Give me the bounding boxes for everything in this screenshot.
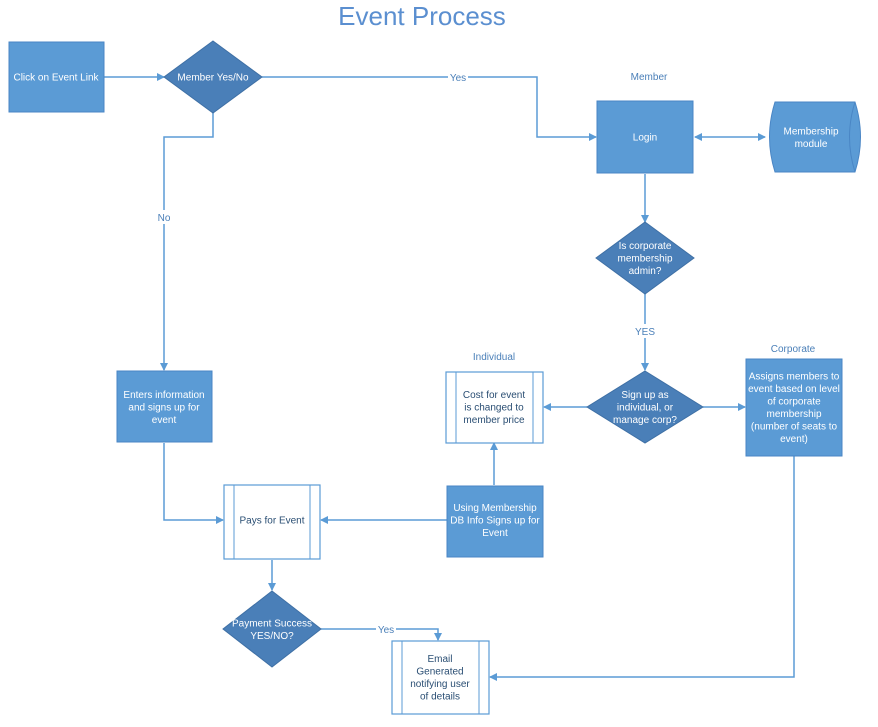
node-label-line: Event xyxy=(482,528,508,539)
node-label: Login xyxy=(633,133,657,144)
node-label-line: (number of seats to xyxy=(751,421,838,432)
node-label: Membership module xyxy=(783,126,838,150)
node-label-line: event xyxy=(152,415,177,426)
edge-enters-to-pays xyxy=(163,443,224,524)
node-member-decision: Member Yes/No xyxy=(163,40,263,114)
node-label-line: of details xyxy=(420,691,460,702)
node-label-line: Email xyxy=(427,654,452,665)
node-label-line: and signs up for xyxy=(128,403,200,414)
lane-label-member: Member xyxy=(631,72,668,83)
node-label-line: event based on level xyxy=(748,384,840,395)
node-label-line: is changed to xyxy=(464,403,524,414)
edge-corporate-to-email xyxy=(489,456,795,681)
node-label-line: DB Info Signs up for xyxy=(450,516,540,527)
edge-labels: Yes No YES Yes xyxy=(154,70,659,636)
node-label: Click on Event Link xyxy=(13,73,99,84)
lane-label-individual: Individual xyxy=(473,352,515,363)
node-pays-for-event: Pays for Event xyxy=(223,484,321,560)
node-login: Login xyxy=(596,100,694,174)
lane-label-corporate: Corporate xyxy=(771,344,816,355)
edge-member-no-to-enters xyxy=(160,113,214,371)
node-label-line: membership xyxy=(766,409,821,420)
edges xyxy=(104,73,795,681)
edge-label-yes-member: Yes xyxy=(450,73,466,84)
node-label: Member Yes/No xyxy=(177,73,249,84)
node-label-line: module xyxy=(795,139,828,150)
diagram-title: Event Process xyxy=(338,1,506,31)
node-label-line: membership xyxy=(617,254,672,265)
node-label-line: member price xyxy=(463,415,525,426)
node-label-line: Pays for Event xyxy=(239,516,304,527)
node-label-line: event) xyxy=(780,434,808,445)
node-label-line: Membership xyxy=(783,126,838,137)
node-label-line: Generated xyxy=(416,666,463,677)
node-membership-module: Membership module xyxy=(769,101,861,173)
edge-label-yes-admin: YES xyxy=(635,327,655,338)
edge-label-yes-payment: Yes xyxy=(378,625,394,636)
node-label-line: of corporate xyxy=(767,396,821,407)
edge-member-yes-to-login xyxy=(262,76,597,141)
node-label-line: Enters information xyxy=(123,390,204,401)
node-click-on-event-link: Click on Event Link xyxy=(8,41,105,113)
edge-payment-yes-to-email xyxy=(321,628,442,641)
node-label-line: Member Yes/No xyxy=(177,73,249,84)
node-label-line: notifying user xyxy=(410,679,470,690)
node-label-line: Sign up as xyxy=(621,390,668,401)
node-label-line: individual, or xyxy=(617,403,674,414)
node-label-line: Is corporate xyxy=(619,241,672,252)
edge-label-no-member: No xyxy=(158,213,171,224)
node-label-line: Login xyxy=(633,133,657,144)
node-label: Pays for Event xyxy=(239,516,304,527)
node-label-line: Using Membership xyxy=(453,503,537,514)
node-label-line: Click on Event Link xyxy=(13,73,99,84)
node-label-line: YES/NO? xyxy=(250,631,294,642)
node-label-line: Cost for event xyxy=(463,390,525,401)
node-label-line: admin? xyxy=(629,266,662,277)
node-label-line: Payment Success xyxy=(232,618,312,629)
node-label-line: Assigns members to xyxy=(749,371,840,382)
node-label-line: manage corp? xyxy=(613,415,677,426)
